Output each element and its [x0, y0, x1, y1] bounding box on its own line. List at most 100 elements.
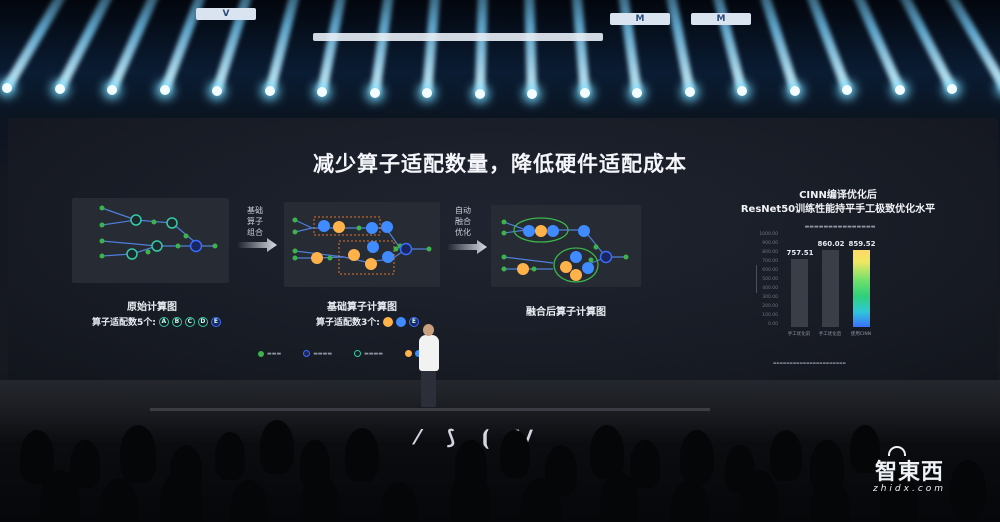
fused-graph-caption: 融合后算子计算图	[526, 307, 606, 318]
lighting-rig	[0, 0, 1000, 120]
watermark-url: zhidx.com	[873, 484, 947, 494]
chart-title-line1: CINN编译优化后	[799, 190, 877, 201]
bar-cinn	[853, 249, 870, 327]
audience-head	[680, 430, 714, 485]
chart-y-axis-label	[756, 265, 757, 293]
y-tick-label: 400.00	[762, 286, 778, 291]
op-b-icon: B	[171, 316, 182, 327]
basic-op-count: 算子适配数3个: E	[316, 315, 419, 328]
original-graph-diagram	[99, 205, 218, 260]
op-c-icon: C	[184, 316, 195, 327]
audience-head	[160, 470, 202, 522]
bar-value-manual-after: 860.02	[817, 239, 845, 248]
bar-manual-before	[791, 258, 808, 327]
audience-head	[740, 470, 778, 522]
audience-head	[120, 425, 156, 483]
spotlight-icon	[369, 88, 380, 98]
wifi-icon	[888, 446, 906, 456]
original-graph-caption: 原始计算图	[127, 302, 177, 313]
spotlight-icon	[894, 85, 905, 95]
basic-op-graph-caption: 基础算子计算图	[327, 302, 397, 313]
bar-category-manual-before: 手工优化前	[787, 332, 811, 337]
spotlight-icon	[474, 89, 485, 99]
y-tick-label: 600.00	[762, 268, 778, 273]
audience-head	[260, 420, 294, 475]
light-beam	[422, 0, 445, 94]
spotlight-icon	[54, 84, 65, 94]
light-beam	[522, 0, 537, 95]
chart-title-line2: ResNet50训练性能持平手工极致优化水平	[740, 204, 936, 215]
watermark: 智東西 zhidx.com	[873, 454, 946, 494]
slide-title: 减少算子适配数量，降低硬件适配成本	[313, 152, 687, 176]
basic-op-graph-diagram	[292, 216, 432, 275]
stage-sign-3: M	[691, 13, 751, 25]
arrow-right-icon	[447, 240, 487, 254]
slide-legend: ▬▬▬ ▬▬▬▬ ▬▬▬▬ ▬▬▬	[258, 350, 439, 357]
legend-data-node: ▬▬▬	[258, 350, 281, 357]
spotlight-icon	[632, 88, 642, 98]
light-beam	[474, 0, 489, 95]
spotlight-icon	[579, 88, 590, 98]
light-beam	[2, 0, 88, 91]
spotlight-icon	[842, 85, 852, 95]
speaker-legs	[421, 369, 436, 407]
audience-head	[345, 428, 379, 483]
audience-head	[600, 472, 638, 522]
op-d-icon: D	[197, 316, 208, 327]
audience-head	[450, 470, 490, 522]
spotlight-icon	[684, 87, 695, 97]
chart-footnote: ▬▬▬▬▬▬▬▬▬▬▬▬▬▬▬▬▬▬▬▬▬▬	[773, 361, 846, 365]
fused-graph-panel	[491, 205, 641, 287]
spotlight-icon	[789, 86, 800, 96]
audience-head	[810, 478, 850, 522]
stage-sign-2: M	[610, 13, 670, 25]
spotlight-icon	[107, 85, 117, 95]
spotlight-icon	[212, 86, 222, 96]
y-tick-label: 900.00	[762, 241, 778, 246]
bar-value-manual-before: 757.51	[786, 248, 814, 257]
audience-head	[630, 440, 660, 488]
arrow-right-icon	[237, 238, 277, 252]
spotlight-icon	[264, 86, 275, 96]
spotlight-icon	[947, 84, 957, 94]
y-tick-label: 300.00	[762, 295, 778, 300]
spotlight-icon	[422, 88, 432, 98]
y-tick-label: 0.00	[767, 322, 778, 327]
audience-head	[215, 432, 245, 480]
audience-head	[40, 470, 80, 522]
bar-category-cinn: 使用CINN	[850, 332, 872, 337]
audience-head	[850, 425, 880, 473]
watermark-brand: 智東西	[875, 460, 945, 485]
arrow-label-auto-fusion: 自动 融合 优化	[455, 206, 471, 237]
basic-op-graph-panel	[284, 202, 440, 287]
speaker	[419, 335, 439, 371]
spotlight-icon	[159, 85, 170, 95]
spotlight-icon	[317, 87, 327, 97]
audience-head	[880, 472, 918, 522]
y-tick-label: 1000.00	[759, 232, 778, 237]
y-tick-label: 700.00	[762, 259, 778, 264]
basic-op-count-label: 算子适配数3个:	[316, 318, 380, 328]
legend-compilable-op: ▬▬▬▬	[354, 350, 383, 357]
bar-manual-after	[822, 249, 839, 327]
arrow-label-basic-combination: 基础 算子 组合	[247, 206, 263, 237]
original-graph-panel	[72, 198, 229, 283]
stage-edge	[150, 408, 710, 411]
y-tick-label: 100.00	[762, 313, 778, 318]
speaker-head	[423, 324, 434, 336]
light-beam	[789, 0, 852, 92]
light-beam	[566, 0, 590, 94]
y-tick-label: 500.00	[762, 277, 778, 282]
audience-head	[500, 430, 530, 478]
audience-head	[950, 460, 986, 518]
light-beam	[369, 0, 401, 94]
audience-head	[100, 478, 138, 522]
bar-category-manual-after: 手工优化后	[818, 332, 842, 337]
audience-head	[770, 430, 802, 482]
legend-non-compilable-op: ▬▬▬▬	[303, 350, 332, 357]
light-beam	[317, 0, 357, 93]
op-e-icon: E	[408, 316, 419, 327]
op-a-icon: A	[158, 316, 169, 327]
spotlight-icon	[737, 86, 747, 96]
